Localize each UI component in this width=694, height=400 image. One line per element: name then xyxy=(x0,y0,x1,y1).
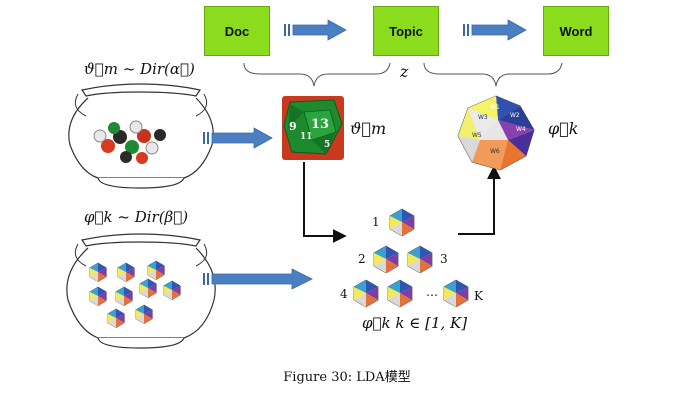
word-face-label: W3 xyxy=(478,114,488,121)
topic-die-3 xyxy=(407,245,433,274)
topic-index-4: 4 xyxy=(340,287,348,301)
topic-index-2: 2 xyxy=(358,252,366,266)
topic-die-1 xyxy=(389,208,415,237)
word-face-label: W1 xyxy=(490,104,500,111)
doc-to-topic-arrow xyxy=(284,19,347,41)
theta-to-topic-dice-connector xyxy=(303,162,347,243)
urn-to-theta-arrow xyxy=(203,127,273,149)
topic-die-2 xyxy=(373,245,399,274)
topic-label: Topic xyxy=(389,23,423,39)
word-icosahedron-die xyxy=(457,95,535,171)
d20-face-number: 5 xyxy=(324,140,331,150)
left-brace xyxy=(243,62,391,87)
theta-urn xyxy=(68,83,214,189)
topic-index-1: 1 xyxy=(372,215,380,229)
right-brace xyxy=(423,62,563,87)
word-face-label: W5 xyxy=(472,132,482,139)
topic-index-3: 3 xyxy=(440,252,448,266)
theta-die-label: ϑ⃗m xyxy=(350,119,387,138)
topic-range-label: φ⃗k k ∈ [1, K] xyxy=(362,314,468,332)
figure-caption: Figure 30: LDA模型 xyxy=(283,370,411,385)
topic-die-4 xyxy=(353,279,379,308)
topic-die-5 xyxy=(387,279,413,308)
word-face-label: W2 xyxy=(510,112,520,119)
theta-prior-label: ϑ⃗m ~ Dir(α⃗) xyxy=(84,60,195,78)
phi-die-label: φ⃗k xyxy=(548,119,579,138)
topic-box: Topic xyxy=(373,6,439,56)
doc-box: Doc xyxy=(204,6,270,56)
phi-urn xyxy=(66,233,216,349)
topic-die-k xyxy=(443,279,469,308)
doc-label: Doc xyxy=(224,23,250,39)
topic-index-k: K xyxy=(474,289,483,303)
urn-to-topic-dice-arrow xyxy=(203,268,313,290)
theta-d20-die xyxy=(282,96,344,160)
topic-to-word-arrow xyxy=(463,19,527,41)
z-label: z xyxy=(400,62,409,81)
word-label: Word xyxy=(559,23,593,39)
word-box: Word xyxy=(543,6,609,56)
d20-face-number: 13 xyxy=(311,117,330,132)
d20-face-number: 9 xyxy=(289,120,297,133)
topic-dice-to-word-connector xyxy=(458,165,501,235)
d20-face-number: 11 xyxy=(300,132,313,142)
word-face-label: W4 xyxy=(516,126,526,133)
phi-prior-label: φ⃗k ~ Dir(β⃗) xyxy=(84,208,189,226)
topic-ellipsis: … xyxy=(426,285,438,299)
word-face-label: W6 xyxy=(490,148,500,155)
